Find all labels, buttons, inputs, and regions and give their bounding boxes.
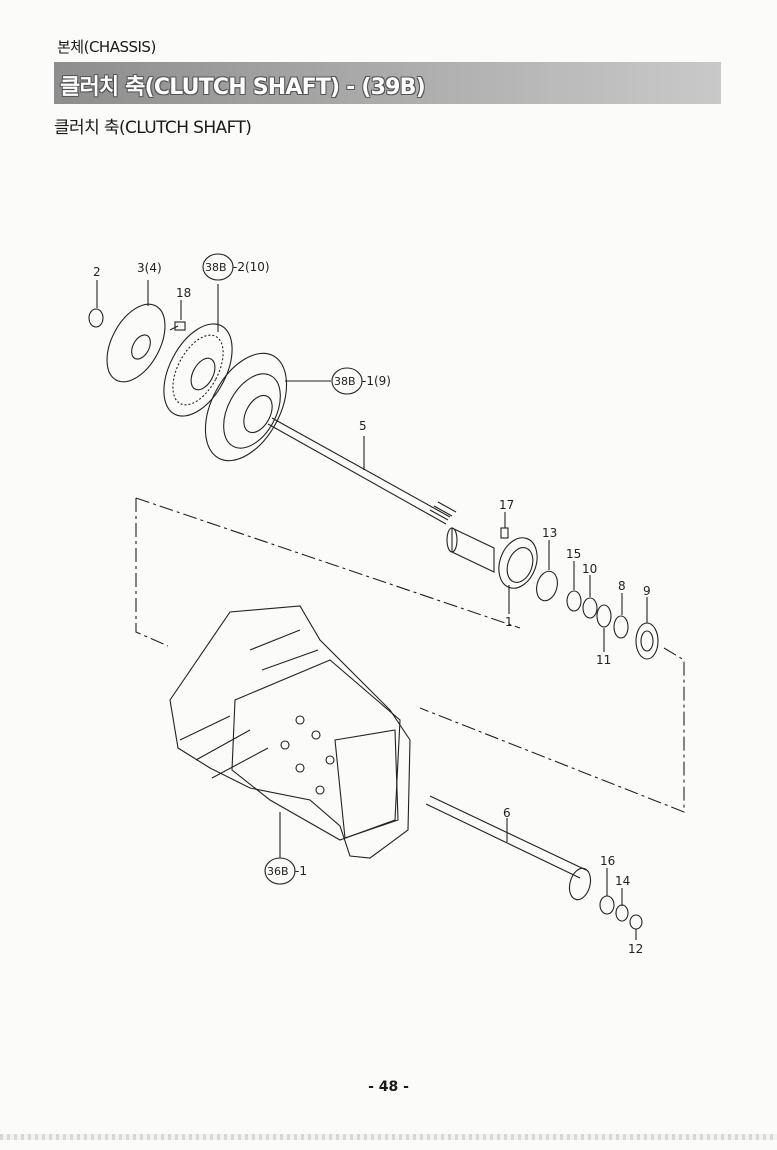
part-14-ring <box>615 904 629 922</box>
callout-6: 6 <box>503 806 511 820</box>
callout-9: 9 <box>643 584 651 598</box>
clutch-disc-38b-2 <box>163 284 233 417</box>
callout-36b-suffix: -1 <box>295 864 307 878</box>
part-5-clutch-shaft <box>267 417 457 525</box>
callout-3: 3(4) <box>137 261 162 275</box>
callout-16: 16 <box>600 854 615 868</box>
callout-36b-label: 36B <box>267 865 289 878</box>
callout-13: 13 <box>542 526 557 540</box>
callout-1: 1 <box>505 615 513 629</box>
callout-circle-36b <box>264 857 296 885</box>
part-1-retainer <box>446 527 538 614</box>
callout-2: 2 <box>93 265 101 279</box>
part-18-bolt <box>169 300 186 331</box>
callout-18: 18 <box>176 286 191 300</box>
callout-15: 15 <box>566 547 581 561</box>
section-label: 본체(CHASSIS) <box>57 38 156 56</box>
callout-12: 12 <box>628 942 643 956</box>
part-10-bushing <box>582 597 598 619</box>
callout-11: 11 <box>596 653 611 667</box>
callout-10: 10 <box>582 562 597 576</box>
callout-14: 14 <box>615 874 630 888</box>
part-16-bushing <box>599 895 615 915</box>
callout-38b-1-label: 38B <box>334 375 356 388</box>
part-17-bolt <box>500 512 509 539</box>
diagram-subtitle: 클러치 축(CLUTCH SHAFT) <box>54 118 252 138</box>
transmission-case-36b-1 <box>169 605 411 859</box>
part-11-snap-ring <box>596 604 612 628</box>
scan-edge <box>0 1134 777 1140</box>
part-12-ring <box>629 914 643 930</box>
callout-8: 8 <box>618 579 626 593</box>
dashed-boundary <box>135 497 685 813</box>
callout-5: 5 <box>359 419 367 433</box>
part-2-plug <box>88 308 104 328</box>
banner-title: 클러치 축(CLUTCH SHAFT) - (39B) <box>60 75 426 100</box>
callout-38b-2-label: 38B <box>205 261 227 274</box>
part-8-ring <box>613 615 629 639</box>
pressure-plate-38b-1 <box>204 352 331 462</box>
callout-circle-38b-2 <box>202 253 234 281</box>
callout-17: 17 <box>499 498 514 512</box>
title-banner: 클러치 축(CLUTCH SHAFT) - (39B) <box>54 62 721 104</box>
page-number: - 48 - <box>368 1079 409 1095</box>
part-9-bearing <box>635 597 659 660</box>
callout-38b-1-suffix: -1(9) <box>362 374 391 388</box>
part-6-shaft <box>425 795 592 901</box>
part-15-bushing <box>566 590 582 612</box>
callout-circle-38b-1 <box>331 367 363 395</box>
callout-38b-2-suffix: -2(10) <box>233 260 270 274</box>
part-3-plate <box>106 280 166 383</box>
part-13-o-ring <box>536 570 558 602</box>
